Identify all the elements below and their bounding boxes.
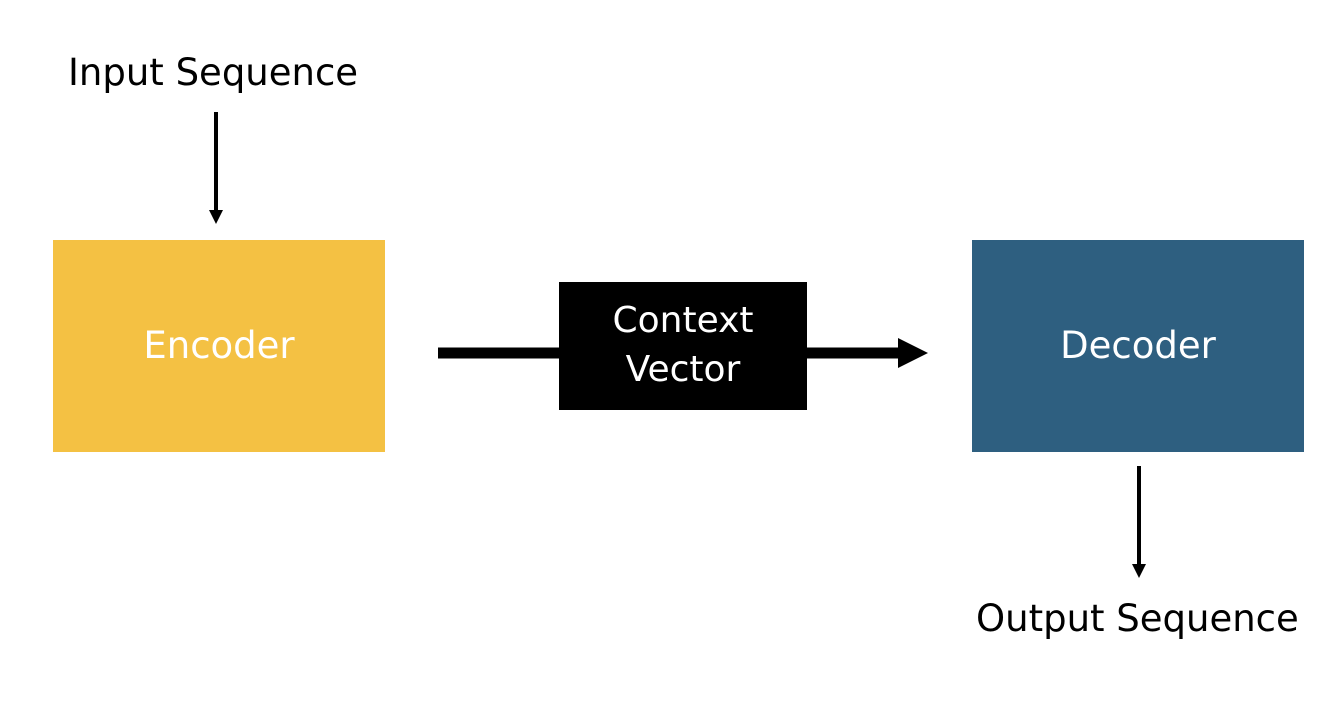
encoder-label: Encoder xyxy=(143,323,295,367)
input-sequence-label: Input Sequence xyxy=(68,51,359,94)
context-vector-block: Context Vector xyxy=(559,282,807,410)
input-arrow xyxy=(209,112,223,224)
context-to-decoder-arrow xyxy=(806,338,928,368)
output-sequence-label: Output Sequence xyxy=(976,597,1299,640)
output-arrow xyxy=(1132,466,1146,578)
decoder-block: Decoder xyxy=(972,240,1304,452)
encoder-block: Encoder xyxy=(53,240,385,452)
context-vector-label-line2: Vector xyxy=(625,349,741,390)
decoder-label: Decoder xyxy=(1060,323,1216,367)
context-vector-label-line1: Context xyxy=(612,300,754,342)
